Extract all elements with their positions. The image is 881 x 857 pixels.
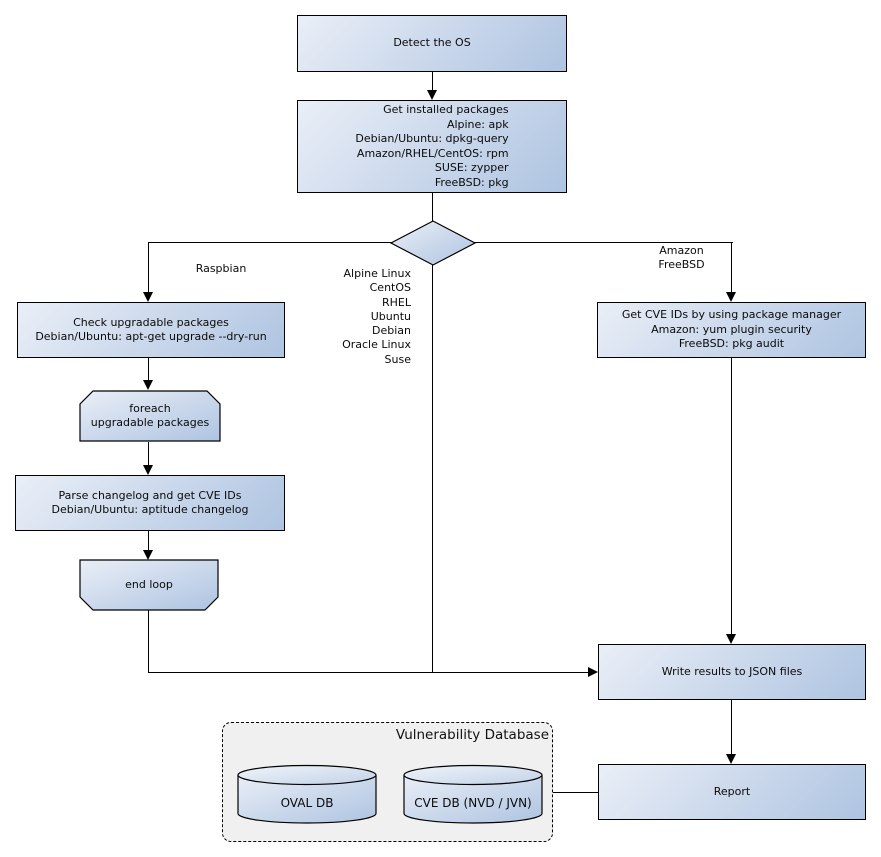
arrowhead [143,292,153,302]
node-detect-os: Detect the OS [297,15,567,72]
edge-label-line: Alpine Linux [343,267,412,280]
edge-amazon-branch [731,242,732,294]
node-label: Alpine: apk [446,117,509,131]
node-label: Parse changelog and get CVE IDs [58,488,242,502]
node-label: CVE DB (NVD / JVN) [414,796,532,810]
edge-label-line: Suse [384,352,411,366]
database-cylinder-icon [403,764,543,824]
edge-decision-left [148,242,392,243]
edge-parse-to-endloop [148,531,149,552]
node-label: end loop [125,577,173,591]
diamond-shape [389,220,477,266]
arrowhead [143,465,153,475]
node-report: Report [598,764,866,820]
vulnerability-database-group: Vulnerability Database OVAL DB CVE DB (N… [222,722,553,842]
arrowhead [143,380,153,390]
edge-raspbian-branch [148,242,149,294]
node-text-block: Get installed packages Alpine: apk Debia… [355,103,508,190]
edge-label-line: Ubuntu [370,309,411,323]
node-label: Debian/Ubuntu: apt-get upgrade --dry-run [35,330,267,343]
node-label: foreach [129,401,171,415]
edge-write-to-report [731,700,732,756]
node-text-block: foreach upgradable packages [79,390,221,442]
node-write-results-json: Write results to JSON files [598,644,866,700]
node-label: Debian/Ubuntu: dpkg-query [355,132,509,145]
node-label: Get CVE IDs by using package manager [621,308,842,322]
edge-label-line: CentOS [369,281,411,295]
node-get-installed-packages: Get installed packages Alpine: apk Debia… [297,100,567,193]
node-label: FreeBSD: pkg [434,175,509,189]
edge-label-amazon-freebsd: Amazon FreeBSD [644,244,719,273]
node-label: upgradable packages [90,416,210,429]
edge-label-line: RHEL [382,295,411,309]
node-label: FreeBSD: pkg audit [678,337,785,351]
node-label: OVAL DB [280,796,334,810]
node-label: Amazon/RHEL/CentOS: rpm [356,146,509,160]
edge-getcve-to-write [731,358,732,636]
arrowhead [143,550,153,560]
node-oval-db: OVAL DB [237,764,377,824]
edge-merge-to-write [148,672,589,673]
node-label: Debian/Ubuntu: aptitude changelog [51,503,249,516]
loop-end-shape [79,559,219,611]
node-label: Report [713,784,751,798]
edge-label-line: Oracle Linux [342,338,411,352]
edge-label-line: Amazon [659,244,704,257]
arrowhead [588,667,598,677]
node-get-cve-ids-pkg-manager: Get CVE IDs by using package manager Ama… [597,302,866,358]
node-label: Amazon: yum plugin security [651,322,812,336]
edge-decision-middle-down [432,263,433,672]
node-os-decision [389,219,477,267]
edge-label-line: Debian [372,324,411,338]
node-label: SUSE: zypper [434,161,509,174]
edge-check-to-foreach [148,358,149,382]
node-label: Check upgradable packages [73,315,229,329]
node-cve-db: CVE DB (NVD / JVN) [403,764,543,824]
node-check-upgradable-packages: Check upgradable packages Debian/Ubuntu:… [17,302,285,358]
node-foreach-loop: foreach upgradable packages [79,390,221,442]
loop-begin-shape [79,390,221,442]
node-label: Write results to JSON files [661,664,803,678]
arrowhead [726,754,736,764]
node-label: Detect the OS [393,36,471,50]
database-cylinder-icon [237,764,377,824]
edge-detect-to-packages [432,72,433,92]
node-parse-changelog: Parse changelog and get CVE IDs Debian/U… [15,475,285,531]
edge-packages-to-decision [432,193,433,222]
arrowhead [726,292,736,302]
edge-decision-right [474,242,733,243]
node-label: Get installed packages [383,103,509,116]
edge-label-line: FreeBSD [658,258,705,272]
vulnerability-database-title: Vulnerability Database [395,727,549,743]
edge-label-raspbian: Raspbian [195,262,247,275]
node-end-loop: end loop [79,559,219,611]
arrowhead [726,634,736,644]
edge-label-os-list: Alpine Linux CentOS RHEL Ubuntu Debian O… [342,267,411,367]
edge-endloop-down [148,610,149,672]
edge-vulndb-to-report [553,792,598,793]
node-text-block: end loop [79,559,219,611]
edge-foreach-to-parse [148,442,149,467]
arrowhead [427,90,437,100]
